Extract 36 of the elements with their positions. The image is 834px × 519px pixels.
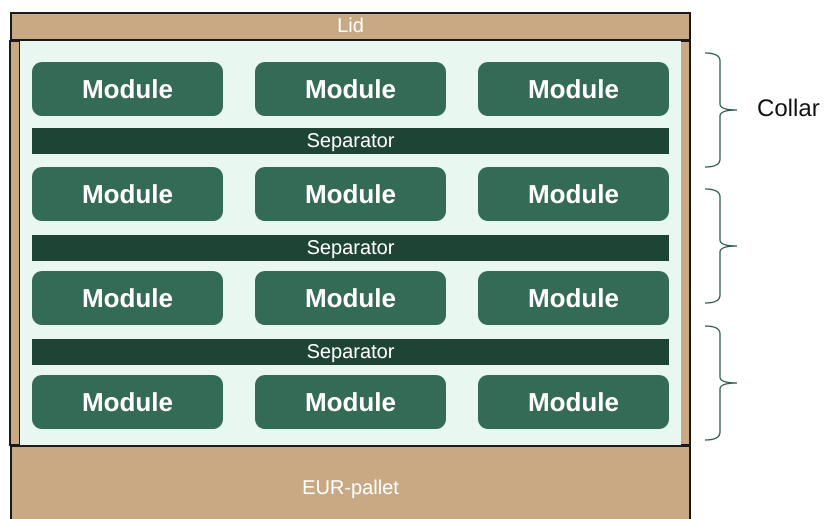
pallet-label: EUR-pallet (302, 477, 399, 500)
collar-label: Collar (757, 95, 820, 123)
module-box (255, 271, 446, 325)
separator-bar (32, 128, 669, 154)
module-label: Module (305, 74, 396, 104)
module-label: Module (305, 178, 396, 210)
module-label: Module (305, 282, 396, 314)
module-box (32, 271, 223, 325)
module-box (255, 375, 446, 429)
separator-label: Separator (306, 130, 394, 152)
container-interior (20, 41, 681, 445)
separator-label: Separator (306, 340, 394, 364)
module-label: Module (82, 178, 173, 210)
module-box (32, 62, 223, 116)
module-box (32, 375, 223, 429)
module-box (478, 62, 669, 116)
module-box (478, 375, 669, 429)
module-label: Module (305, 386, 396, 418)
module-label: Module (82, 386, 173, 418)
module-label: Module (528, 178, 619, 210)
lid-label: Lid (337, 15, 364, 38)
module-label: Module (528, 386, 619, 418)
module-box (255, 62, 446, 116)
module-label: Module (528, 282, 619, 314)
separator-bar (32, 235, 669, 261)
module-label: Module (82, 74, 173, 104)
module-label: Module (528, 74, 619, 104)
separator-label: Separator (306, 236, 394, 260)
pallet-block (10, 445, 691, 519)
module-box (255, 167, 446, 221)
separator-bar (32, 339, 669, 365)
module-box (478, 167, 669, 221)
module-label: Module (82, 282, 173, 314)
module-box (32, 167, 223, 221)
lid-bar (10, 12, 691, 41)
module-box (478, 271, 669, 325)
